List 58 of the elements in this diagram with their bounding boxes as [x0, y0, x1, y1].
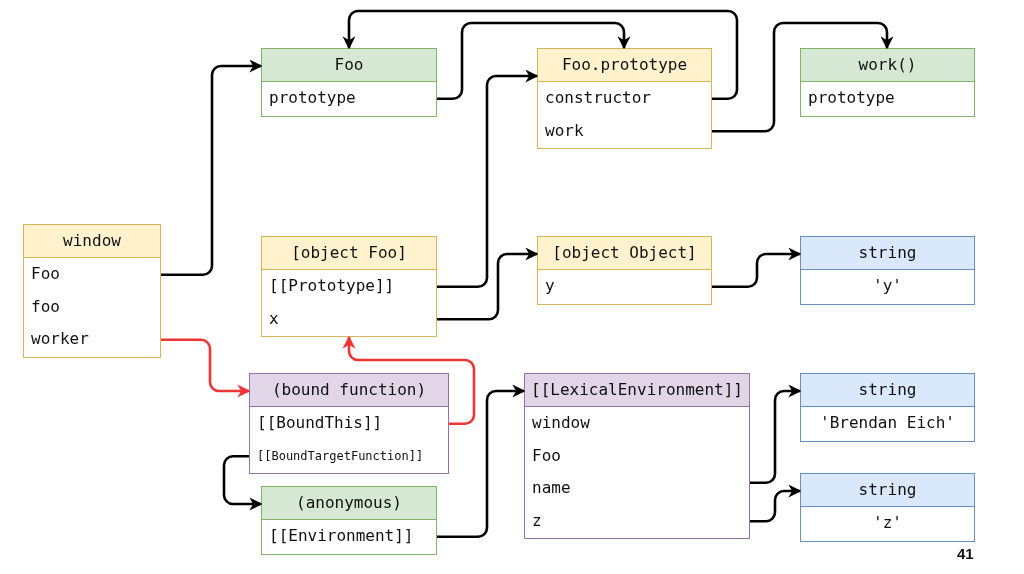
object-table [800, 373, 975, 442]
property-name: [[BoundTargetFunction]] [256, 447, 425, 465]
object-table [800, 473, 975, 542]
table-header: Foo.prototype [538, 49, 711, 82]
arrow [342, 335, 476, 426]
property-name: worker [30, 328, 90, 350]
object-table [261, 48, 437, 117]
arrow [342, 9, 739, 101]
object-table [537, 236, 712, 305]
arrow [161, 338, 251, 398]
property-name: [[Prototype]] [268, 275, 396, 297]
object-table [800, 236, 975, 305]
property-name: x [268, 307, 280, 330]
property-name: z [531, 509, 543, 532]
arrow [437, 69, 539, 289]
property-name: Foo [531, 444, 562, 467]
object-table [261, 486, 437, 555]
table-header: [object Object] [538, 237, 711, 270]
object-table [524, 373, 750, 539]
arrow [437, 247, 539, 321]
property-name: foo [30, 295, 61, 318]
table-header: (bound function) [250, 374, 448, 407]
table-header: Foo [262, 49, 436, 82]
table-header: string [801, 374, 974, 407]
table-header: [object Foo] [262, 237, 436, 270]
property-name: window [531, 412, 591, 434]
property-name: [[BoundThis]] [256, 412, 384, 434]
object-table [261, 236, 437, 337]
property-name: Foo [30, 263, 61, 285]
object-table [800, 48, 975, 117]
string-value: 'Brendan Eich' [819, 412, 956, 434]
arrow [750, 484, 802, 523]
object-table [537, 48, 712, 149]
table-header: (anonymous) [262, 487, 436, 520]
table-header: [[LexicalEnvironment]] [525, 374, 749, 407]
property-name: prototype [807, 87, 896, 109]
string-value: 'y' [872, 275, 903, 297]
page-number: 41 [957, 545, 974, 562]
property-name: y [544, 275, 556, 297]
arrow [222, 454, 263, 511]
table-header: window [24, 225, 160, 258]
table-header: string [801, 474, 974, 507]
property-name: [[Environment]] [268, 525, 415, 547]
arrow [712, 21, 894, 133]
arrow [161, 59, 263, 277]
object-table [249, 373, 449, 474]
arrow [437, 384, 526, 539]
table-header: work() [801, 49, 974, 82]
object-table [23, 224, 161, 358]
arrow [437, 21, 631, 101]
property-name: work [544, 119, 585, 142]
string-value: 'z' [872, 512, 903, 534]
table-header: string [801, 237, 974, 270]
property-name: prototype [268, 87, 357, 109]
property-name: name [531, 477, 572, 499]
arrow [712, 247, 802, 289]
property-name: constructor [544, 87, 652, 109]
arrow [750, 384, 802, 485]
